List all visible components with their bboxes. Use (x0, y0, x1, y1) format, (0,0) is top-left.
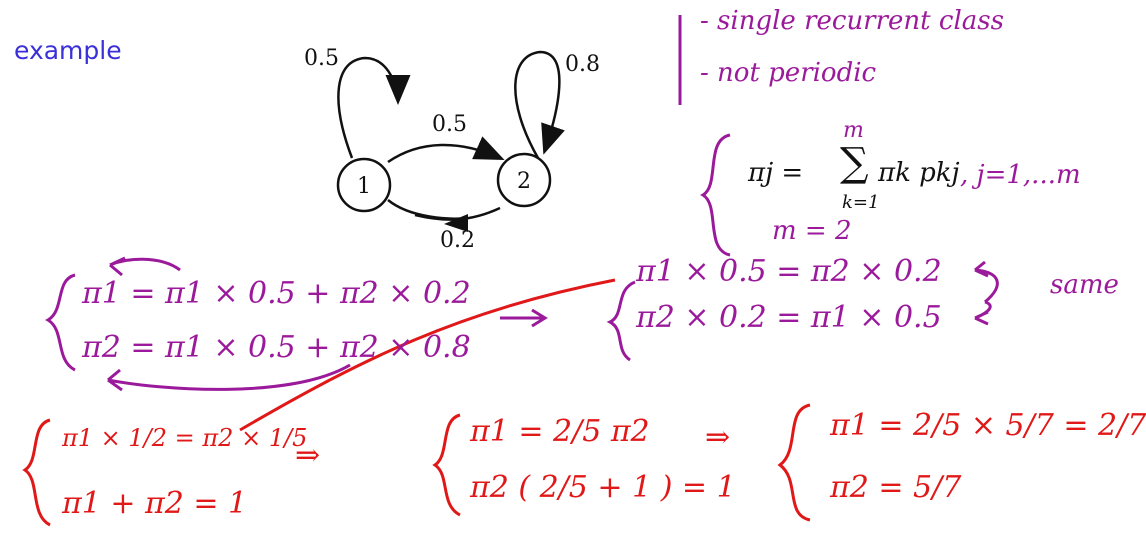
edge-self-loop-1 (337, 56, 411, 159)
property-bracket (678, 15, 682, 105)
edge-1-to-2 (387, 136, 505, 164)
rearranged-eq-2: π2 × 0.2 = π1 × 0.5 (636, 300, 942, 335)
substituted-eq-1: π1 = 2/5 π2 (470, 414, 650, 449)
property-single-recurrent: - single recurrent class (700, 6, 1004, 36)
normalized-eq-1: π1 × 1/2 = π2 × 1/5 (62, 424, 308, 452)
edge-label-2-to-1: 0.2 (440, 228, 475, 253)
node-1 (336, 157, 392, 213)
normalized-eq-2: π1 + π2 = 1 (62, 486, 248, 521)
edge-label-1-to-2: 0.5 (432, 112, 467, 137)
markov-chain-diagram: 1 2 (336, 50, 565, 232)
formula-sum-symbol: ∑ (840, 140, 869, 186)
slide-title: example (14, 36, 122, 65)
rearranged-eq-1: π1 × 0.5 = π2 × 0.2 (636, 254, 942, 289)
node-2 (496, 152, 552, 208)
balance-eq-1: π1 = π1 × 0.5 + π2 × 0.2 (82, 276, 471, 311)
edge-label-self-1: 0.5 (304, 46, 339, 71)
property-not-periodic: - not periodic (700, 58, 877, 88)
solution-eq-2: π2 = 5/7 (830, 470, 962, 505)
solution-eq-1: π1 = 2/5 × 5/7 = 2/7 (830, 408, 1146, 443)
node-1-label: 1 (357, 174, 371, 199)
ink-strokes (45, 256, 999, 432)
arrow-2: ⇒ (705, 420, 731, 455)
formula-lhs: πj = (748, 158, 804, 188)
formula-sum-top: m (843, 118, 864, 143)
formula-brace (700, 133, 731, 257)
edge-self-loop-2 (514, 50, 565, 159)
node-2-label: 2 (517, 169, 531, 194)
formula-m-value: m = 2 (772, 216, 852, 246)
red-braces (22, 403, 811, 527)
formula-sum-bottom: k=1 (842, 192, 880, 213)
formula-term: πk pkj (878, 158, 960, 188)
edge-label-self-2: 0.8 (565, 52, 600, 77)
formula-index-range: , j=1,...m (960, 160, 1081, 190)
substituted-eq-2: π2 ( 2/5 + 1 ) = 1 (470, 470, 736, 505)
arrow-1: ⇒ (295, 438, 321, 473)
balance-eq-2: π2 = π1 × 0.5 + π2 × 0.8 (82, 330, 471, 365)
same-label: same (1050, 270, 1119, 300)
